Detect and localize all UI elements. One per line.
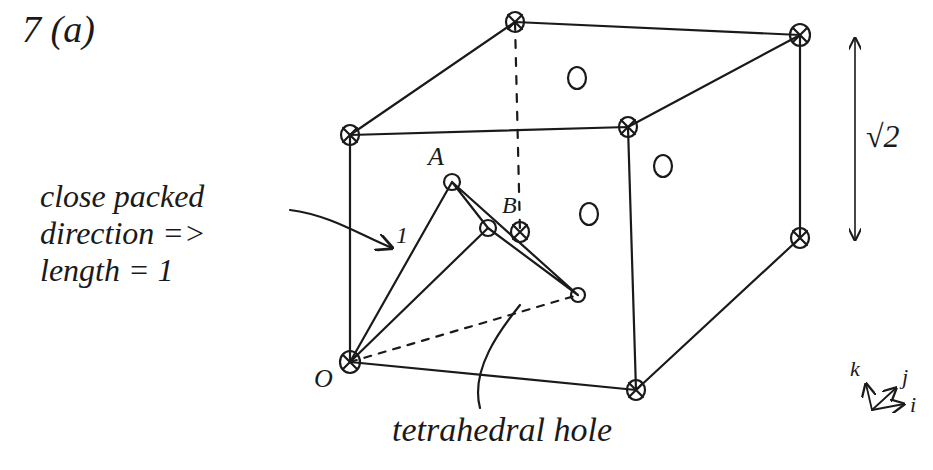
tetrahedral-hole bbox=[350, 174, 585, 362]
cell-right-face bbox=[636, 35, 800, 390]
dimension-label: √2 bbox=[866, 118, 900, 155]
vertex-label: A bbox=[428, 142, 444, 172]
note: tetrahedral hole bbox=[392, 410, 612, 449]
origin-label: O bbox=[314, 364, 333, 394]
cell-front-face bbox=[350, 127, 636, 390]
axis-label: k bbox=[850, 356, 860, 381]
corner-atoms bbox=[340, 12, 810, 400]
face-centre-atoms bbox=[568, 67, 672, 225]
axis-triad bbox=[866, 384, 904, 410]
problem-number: 7 (a) bbox=[22, 8, 95, 52]
note: close packed direction => length = 1 bbox=[40, 178, 285, 288]
leader-line bbox=[478, 305, 520, 408]
axis-label: j bbox=[902, 364, 908, 389]
leader-line bbox=[290, 210, 392, 248]
cell-top-face bbox=[350, 22, 800, 135]
dimension-arrow bbox=[854, 38, 856, 240]
length-label: 1 bbox=[396, 222, 408, 250]
axis-label: i bbox=[910, 392, 916, 417]
vertex-label: B bbox=[502, 192, 517, 220]
